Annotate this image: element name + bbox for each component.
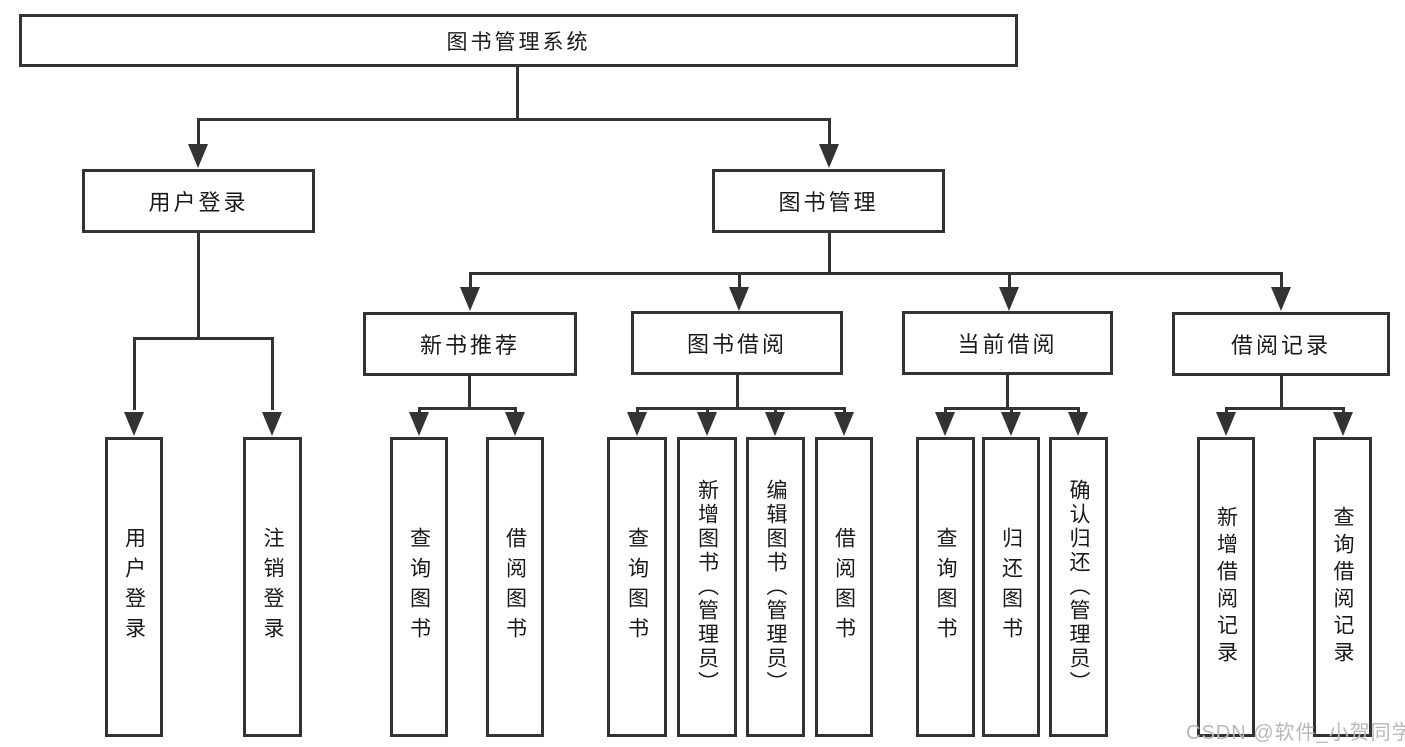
connector-user-login-branch bbox=[133, 337, 274, 340]
leaf-query-borrow-record: 查询借阅记录 bbox=[1313, 437, 1372, 737]
leaf-user-login: 用户登录 bbox=[105, 437, 163, 737]
arrow-down-icon bbox=[729, 287, 749, 311]
arrow-down-icon bbox=[765, 412, 785, 436]
connector-drop bbox=[418, 407, 421, 415]
node-borrow-records: 借阅记录 bbox=[1172, 312, 1390, 376]
leaf-borrow-book-recommend: 借阅图书 bbox=[486, 437, 544, 737]
connector-drop bbox=[738, 272, 741, 287]
connector-root-branch bbox=[197, 118, 831, 121]
connector-book-mgmt-branch bbox=[469, 272, 1283, 275]
arrow-down-icon bbox=[1333, 412, 1353, 436]
arrow-down-icon bbox=[1068, 412, 1088, 436]
connector-root-stem bbox=[516, 67, 519, 118]
node-label: 用户登录 bbox=[148, 190, 249, 215]
leaf-return-book: 归还图书 bbox=[982, 437, 1040, 737]
connector-stem bbox=[468, 376, 471, 407]
leaf-add-book-admin: 新增图书（管理员） bbox=[677, 437, 737, 737]
arrow-down-icon bbox=[188, 144, 208, 168]
leaf-label: 借阅图书 bbox=[832, 527, 856, 647]
connector-book-mgmt-stem bbox=[828, 233, 831, 272]
arrow-down-icon bbox=[627, 412, 647, 436]
leaf-label: 用户登录 bbox=[122, 527, 146, 647]
connector-drop bbox=[843, 407, 846, 415]
node-book-management: 图书管理 bbox=[712, 169, 945, 233]
node-new-book-recommend: 新书推荐 bbox=[363, 312, 577, 376]
leaf-label: 借阅图书 bbox=[503, 527, 527, 647]
arrow-down-icon bbox=[409, 412, 429, 436]
csdn-watermark: CSDN @软件_小贺同学 bbox=[1186, 722, 1405, 744]
arrow-down-icon bbox=[124, 412, 144, 436]
leaf-logout: 注销登录 bbox=[243, 437, 302, 737]
connector-branch bbox=[1225, 407, 1344, 410]
arrow-down-icon bbox=[935, 412, 955, 436]
arrow-down-icon bbox=[1216, 412, 1236, 436]
leaf-label: 查询图书 bbox=[934, 527, 957, 647]
arrow-down-icon bbox=[1271, 287, 1291, 311]
connector-drop bbox=[828, 118, 831, 148]
leaf-borrow-book: 借阅图书 bbox=[815, 437, 873, 737]
leaf-label: 注销登录 bbox=[261, 527, 284, 647]
leaf-label: 归还图书 bbox=[999, 527, 1023, 647]
leaf-confirm-return-admin: 确认归还（管理员） bbox=[1049, 437, 1108, 737]
connector-stem bbox=[736, 375, 739, 407]
arrow-down-icon bbox=[505, 412, 525, 436]
leaf-label: 查询借阅记录 bbox=[1331, 506, 1354, 668]
connector-branch bbox=[418, 407, 517, 410]
connector-drop bbox=[271, 337, 274, 410]
leaf-add-borrow-record: 新增借阅记录 bbox=[1197, 437, 1255, 737]
leaf-label: 查询图书 bbox=[625, 527, 649, 647]
arrow-down-icon bbox=[460, 287, 480, 311]
connector-drop bbox=[514, 407, 517, 415]
arrow-down-icon bbox=[999, 287, 1019, 311]
node-label: 图书管理 bbox=[778, 190, 879, 215]
arrow-down-icon bbox=[1001, 412, 1021, 436]
connector-branch bbox=[636, 407, 845, 410]
leaf-label: 新增借阅记录 bbox=[1214, 506, 1238, 668]
connector-stem bbox=[1006, 375, 1009, 407]
connector-user-login-stem bbox=[197, 233, 200, 337]
connector-stem bbox=[1280, 376, 1283, 407]
node-label: 图书借阅 bbox=[686, 332, 787, 357]
node-library-system: 图书管理系统 bbox=[19, 14, 1018, 67]
node-label: 新书推荐 bbox=[419, 333, 520, 358]
leaf-label: 确认归还（管理员） bbox=[1067, 479, 1090, 695]
node-book-borrow: 图书借阅 bbox=[631, 311, 843, 375]
node-label: 图书管理系统 bbox=[446, 30, 591, 54]
node-current-borrow: 当前借阅 bbox=[902, 311, 1113, 375]
connector-drop bbox=[636, 407, 639, 415]
connector-drop bbox=[1225, 407, 1228, 415]
node-label: 当前借阅 bbox=[957, 332, 1058, 357]
connector-drop bbox=[944, 407, 947, 415]
leaf-query-book-recommend: 查询图书 bbox=[390, 437, 448, 737]
arrow-down-icon bbox=[697, 412, 717, 436]
connector-drop bbox=[1280, 272, 1283, 287]
connector-drop bbox=[1010, 407, 1013, 415]
connector-drop bbox=[1008, 272, 1011, 287]
arrow-down-icon bbox=[262, 412, 282, 436]
leaf-edit-book-admin: 编辑图书（管理员） bbox=[746, 437, 805, 737]
arrow-down-icon bbox=[819, 144, 839, 168]
connector-drop bbox=[706, 407, 709, 415]
connector-drop bbox=[1342, 407, 1345, 415]
connector-drop bbox=[197, 118, 200, 148]
leaf-label: 查询图书 bbox=[407, 527, 431, 647]
connector-drop bbox=[774, 407, 777, 415]
connector-drop bbox=[469, 272, 472, 287]
leaf-label: 新增图书（管理员） bbox=[695, 479, 719, 695]
connector-drop bbox=[133, 337, 136, 410]
arrow-down-icon bbox=[834, 412, 854, 436]
node-label: 借阅记录 bbox=[1230, 333, 1331, 358]
leaf-label: 编辑图书（管理员） bbox=[764, 479, 787, 695]
leaf-query-book-borrow: 查询图书 bbox=[607, 437, 667, 737]
connector-drop bbox=[1077, 407, 1080, 415]
node-user-login: 用户登录 bbox=[82, 169, 315, 233]
leaf-query-book-current: 查询图书 bbox=[916, 437, 975, 737]
